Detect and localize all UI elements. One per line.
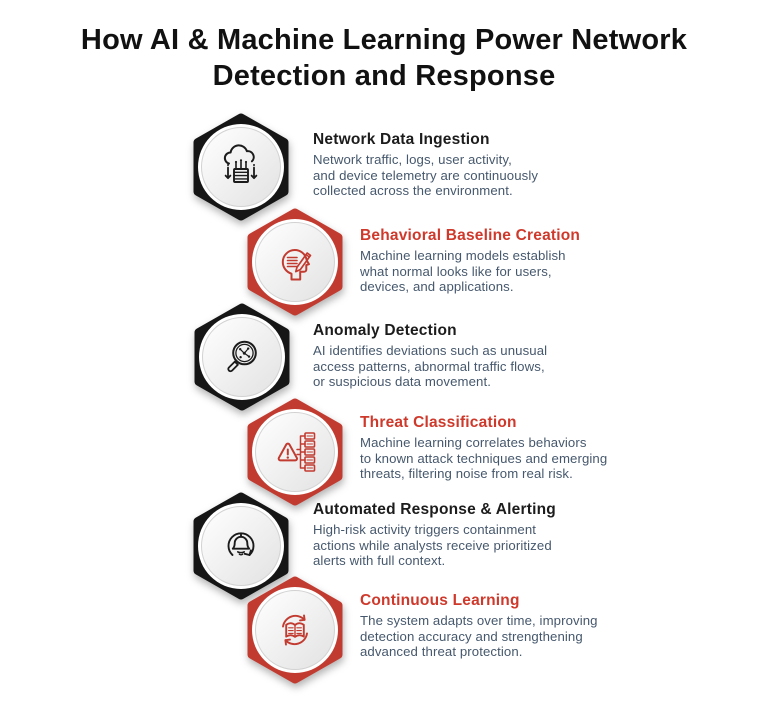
step-6-title: Continuous Learning <box>360 592 520 609</box>
bell-refresh-icon <box>227 532 255 556</box>
step-1-body: Network traffic, logs, user activity, an… <box>313 152 539 198</box>
step-6-hexagon <box>243 576 347 684</box>
step-5-text: Automated Response & Alerting High-risk … <box>313 501 556 569</box>
step-4-text: Threat Classification Machine learning c… <box>360 414 607 482</box>
step-5-hexagon <box>189 492 293 600</box>
page-title: How AI & Machine Learning Power Network … <box>80 24 688 92</box>
step-6-body: The system adapts over time, improving d… <box>360 613 598 659</box>
step-1-hexagon <box>189 113 293 221</box>
step-2-title: Behavioral Baseline Creation <box>360 227 581 244</box>
step-3-body: AI identifies deviations such as unusual… <box>313 343 548 389</box>
step-1-text: Network Data Ingestion Network traffic, … <box>313 131 538 199</box>
step-1-title: Network Data Ingestion <box>313 131 490 148</box>
step-4-hexagon <box>243 398 347 506</box>
alert-classification-icon <box>277 432 316 472</box>
cloud-data-ingestion-icon <box>223 144 258 183</box>
step-2-hexagon <box>243 208 347 316</box>
step-5-title: Automated Response & Alerting <box>313 501 556 518</box>
step-4-body: Machine learning correlates behaviors to… <box>360 435 608 481</box>
step-2-text: Behavioral Baseline Creation Machine lea… <box>360 227 580 295</box>
step-3-title: Anomaly Detection <box>313 322 457 339</box>
step-6-text: Continuous Learning The system adapts ov… <box>360 592 598 660</box>
book-refresh-icon <box>282 614 308 646</box>
step-3-hexagon <box>190 303 294 411</box>
step-5-body: High-risk activity triggers containment … <box>313 522 552 568</box>
head-pencil-baseline-icon <box>281 249 312 281</box>
magnifier-anomaly-icon <box>227 340 257 373</box>
step-4-title: Threat Classification <box>360 414 517 431</box>
step-3-text: Anomaly Detection AI identifies deviatio… <box>313 322 547 390</box>
step-2-body: Machine learning models establish what n… <box>360 248 566 294</box>
